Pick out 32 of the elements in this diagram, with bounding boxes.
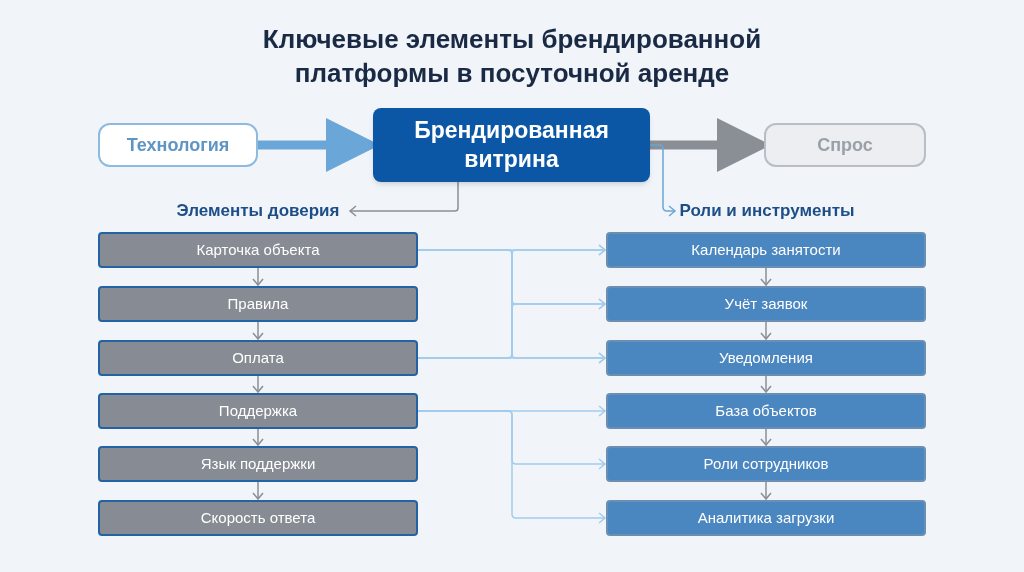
arrow — [760, 428, 772, 446]
arrow — [760, 267, 772, 286]
section-heading: Роли и инструменты — [676, 198, 858, 224]
tool-box: База объектов — [606, 393, 926, 429]
tool-box: Уведомления — [606, 340, 926, 376]
trust-element-box: Правила — [98, 286, 418, 322]
arrow — [252, 428, 264, 446]
target-box: Спрос — [764, 123, 926, 167]
tool-box: Учёт заявок — [606, 286, 926, 322]
trust-element-box: Оплата — [98, 340, 418, 376]
arrow — [760, 321, 772, 340]
arrow — [252, 321, 264, 340]
section-heading: Элементы доверия — [168, 198, 348, 224]
trust-element-box: Скорость ответа — [98, 500, 418, 536]
tool-box: Аналитика загрузки — [606, 500, 926, 536]
arrow — [760, 481, 772, 500]
diagram-title: Ключевые элементы брендированной платформы в посуточной аренде — [261, 23, 763, 90]
central-box: Брендированная витрина — [373, 108, 650, 182]
trust-element-box: Поддержка — [98, 393, 418, 429]
arrow — [252, 481, 264, 500]
arrow — [417, 410, 606, 524]
trust-element-box: Карточка объекта — [98, 232, 418, 268]
source-box: Технология — [98, 123, 258, 167]
arrow — [417, 352, 606, 364]
tool-box: Роли сотрудников — [606, 446, 926, 482]
arrow — [349, 181, 459, 217]
trust-element-box: Язык поддержки — [98, 446, 418, 482]
arrow — [252, 375, 264, 393]
arrow — [649, 144, 676, 217]
arrow — [760, 375, 772, 393]
arrow — [252, 267, 264, 286]
tool-box: Календарь занятости — [606, 232, 926, 268]
